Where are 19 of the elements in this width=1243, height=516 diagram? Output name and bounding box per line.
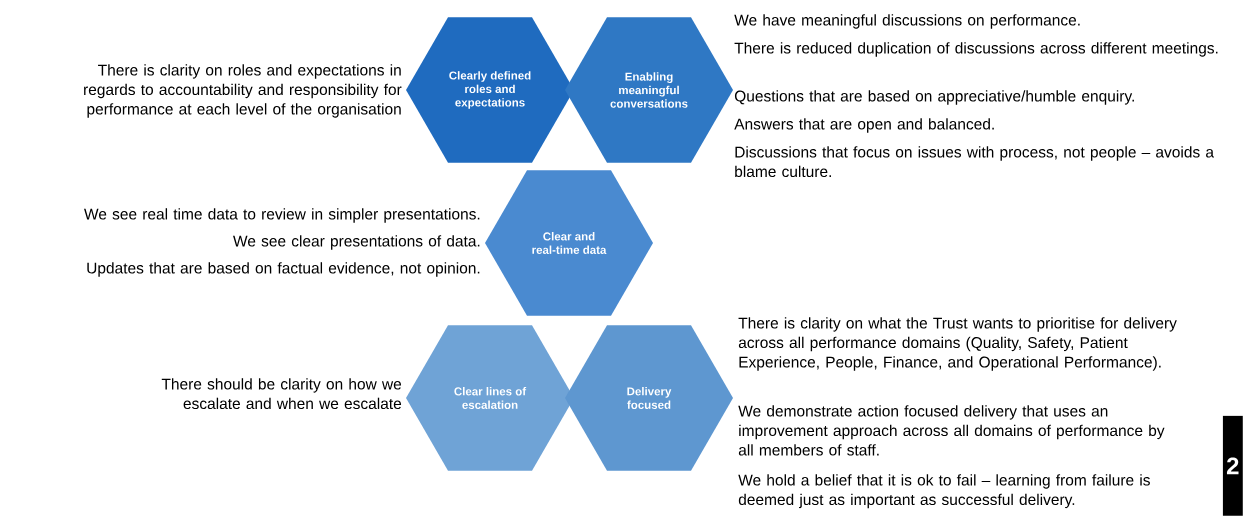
description-text: There is clarity on roles and expectations in regards to accountability and responsibility for performance at each level of the organisation xyxy=(84,64,402,118)
description-text: There should be clarity on how we escalate and when we escalate xyxy=(161,378,402,410)
description-text: We demonstrate action focused delivery that uses an improvement approach across all domains of performance by all members of staff. xyxy=(738,405,1165,456)
hexagon: Enabling meaningful conversations xyxy=(565,17,733,163)
description-text: Questions that are based on appreciative/humble enquiry. xyxy=(734,90,1134,105)
hexagon: Clear lines of escalation xyxy=(406,325,574,471)
hexagon: Delivery focused xyxy=(565,325,733,471)
description-text: Discussions that focus on issues with process, not people – avoids a blame culture. xyxy=(735,146,1214,178)
description-text: Answers that are open and balanced. xyxy=(734,118,994,133)
hexagon: Clear and real-time data xyxy=(485,170,653,316)
hexagon: Clearly defined roles and expectations xyxy=(406,17,574,163)
description-text: We see real time data to review in simpler presentations. xyxy=(84,208,480,223)
description-text: We have meaningful discussions on performance. xyxy=(734,14,1080,29)
description-text: We hold a belief that it is ok to fail – learning from failure is deemed just as important as successful delivery. xyxy=(738,474,1150,509)
description-text: We see clear presentations of data. xyxy=(233,235,480,250)
page-number: 2 xyxy=(1222,415,1243,516)
description-text: Updates that are based on factual evidence, not opinion. xyxy=(87,262,480,277)
description-text: There is clarity on what the Trust wants to prioritise for delivery across all performance domains (Quality, Safety, Patient Experience, People, Finance, and Operational Performance). xyxy=(738,317,1177,371)
description-text: There is reduced duplication of discussions across different meetings. xyxy=(734,42,1218,57)
